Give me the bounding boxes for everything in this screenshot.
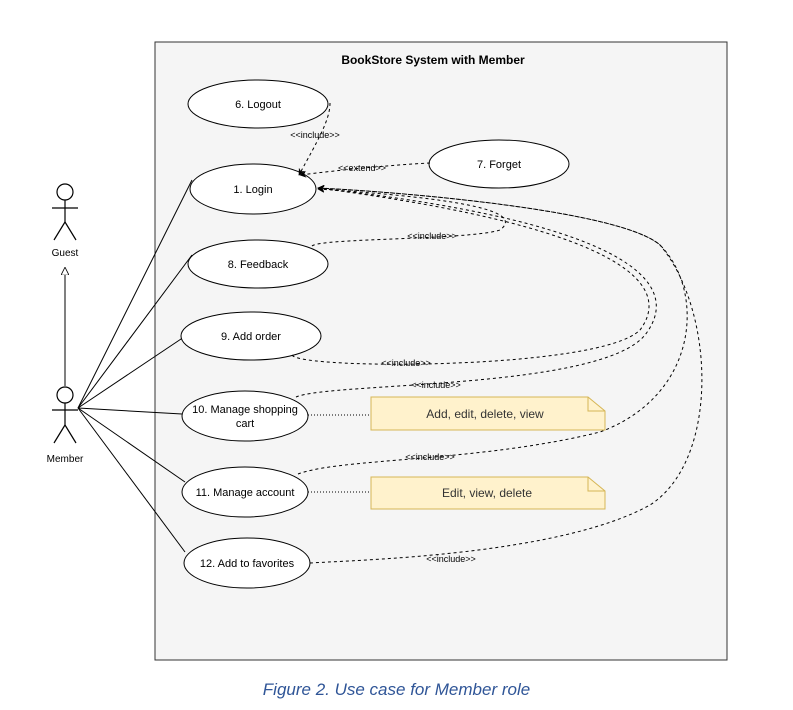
note-account-text: Edit, view, delete — [442, 486, 532, 500]
usecase-logout[interactable] — [187, 79, 329, 129]
usecase-forget-label: 7. Forget — [477, 159, 521, 171]
member-label: Member — [47, 454, 84, 465]
member-actor — [52, 386, 78, 444]
relation-order-login — [291, 185, 650, 365]
label-logout-include: <<include>> — [290, 130, 340, 140]
usecase-manage-cart-label-line2: cart — [236, 418, 254, 430]
association-lines — [77, 179, 193, 553]
usecase-manage-cart-label-line1: 10. Manage shopping — [192, 404, 298, 416]
guest-actor — [52, 183, 78, 241]
note-cart-text: Add, edit, delete, view — [426, 407, 544, 421]
figure-caption: Figure 2. Use case for Member role — [262, 680, 531, 699]
label-cart-include: <<include>> — [411, 380, 461, 390]
label-favorites-include: <<include>> — [426, 554, 476, 564]
system-title: BookStore System with Member — [341, 53, 525, 67]
usecase-forget[interactable] — [428, 139, 570, 189]
usecase-manage-account-label: 11. Manage account — [196, 487, 295, 499]
relation-feedback-login — [311, 185, 506, 247]
usecase-add-order-label: 9. Add order — [221, 331, 281, 343]
relation-favorites-login — [309, 184, 703, 564]
usecase-login[interactable] — [189, 163, 317, 215]
label-account-include: <<include>> — [405, 452, 455, 462]
relation-cart-login — [295, 185, 657, 398]
note-account — [370, 476, 606, 510]
label-feedback-include: <<include>> — [407, 231, 457, 241]
relation-logout-login — [298, 102, 331, 176]
label-forget-extend: <<extend>> — [338, 163, 386, 173]
usecase-add-order[interactable] — [180, 311, 322, 361]
relation-forget-login — [299, 162, 431, 178]
usecase-feedback[interactable] — [187, 239, 329, 289]
use-case-diagram: BookStore System with Member Guest Membe… — [47, 41, 728, 661]
note-cart — [370, 396, 606, 431]
usecase-login-label: 1. Login — [233, 184, 272, 196]
usecase-manage-cart[interactable] — [181, 390, 309, 442]
guest-label: Guest — [52, 248, 79, 259]
label-order-include: <<include>> — [381, 358, 431, 368]
usecase-logout-label: 6. Logout — [235, 99, 281, 111]
usecase-feedback-label: 8. Feedback — [228, 259, 289, 271]
usecase-add-favorites-label: 12. Add to favorites — [200, 558, 295, 570]
